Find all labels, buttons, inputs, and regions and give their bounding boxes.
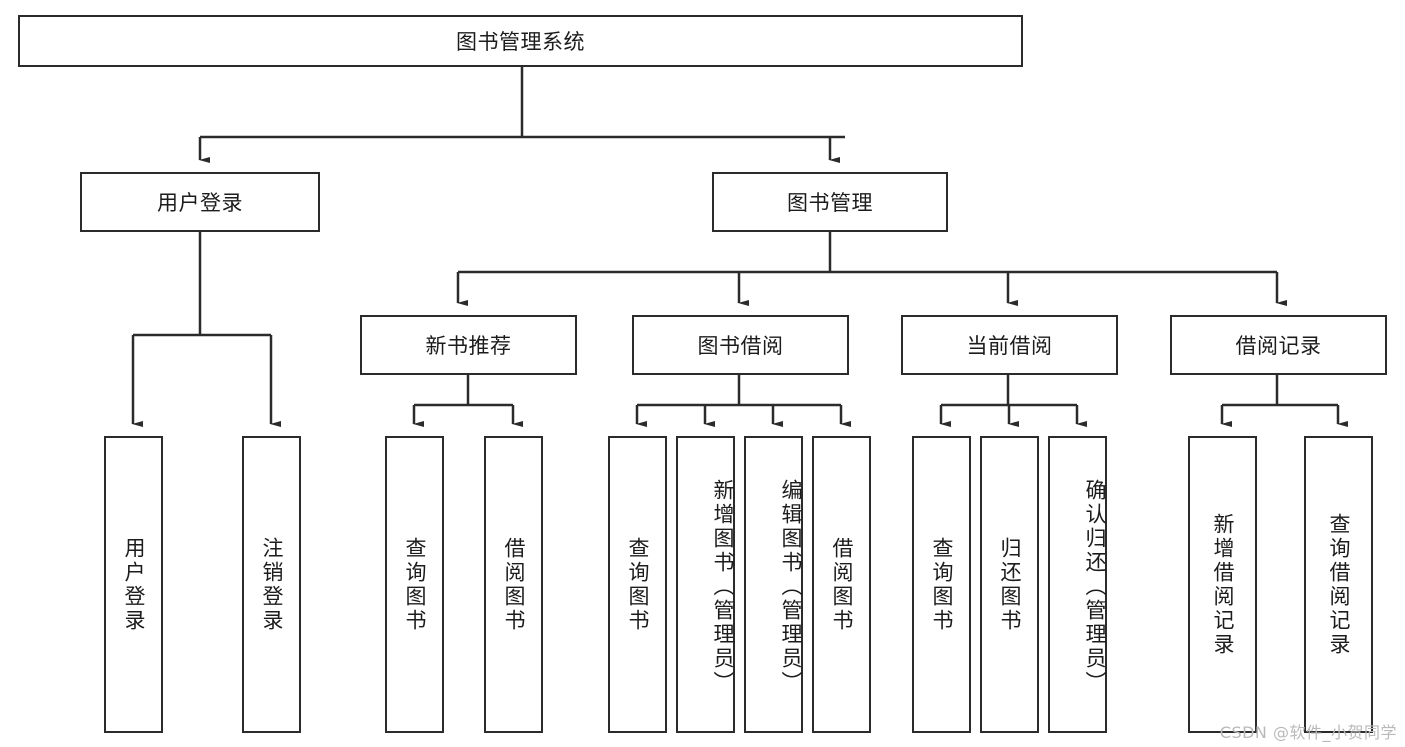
leaf-query-book-1-label: 查询图书 <box>403 536 427 633</box>
leaf-query-book-1[interactable]: 查询图书 <box>385 436 444 733</box>
leaf-add-book[interactable]: 新增图书（管理员） <box>676 436 735 733</box>
leaf-query-record[interactable]: 查询借阅记录 <box>1304 436 1373 733</box>
node-new-book-rec[interactable]: 新书推荐 <box>360 315 577 375</box>
leaf-borrow-book-1-label: 借阅图书 <box>502 536 526 633</box>
leaf-edit-book[interactable]: 编辑图书（管理员） <box>744 436 803 733</box>
leaf-logout[interactable]: 注销登录 <box>242 436 301 733</box>
leaf-query-record-label: 查询借阅记录 <box>1327 512 1351 657</box>
leaf-return-book[interactable]: 归还图书 <box>980 436 1039 733</box>
leaf-query-book-3[interactable]: 查询图书 <box>912 436 971 733</box>
node-borrow-record-label: 借阅记录 <box>1235 334 1322 358</box>
leaf-confirm-return-label: 确认归还（管理员） <box>1083 478 1107 695</box>
node-book-manage[interactable]: 图书管理 <box>712 172 948 232</box>
node-book-manage-label: 图书管理 <box>787 191 873 215</box>
node-book-borrow[interactable]: 图书借阅 <box>632 315 849 375</box>
node-root-label: 图书管理系统 <box>456 30 585 54</box>
leaf-edit-book-label: 编辑图书（管理员） <box>779 478 803 695</box>
node-new-book-rec-label: 新书推荐 <box>425 334 512 358</box>
leaf-logout-label: 注销登录 <box>260 536 284 633</box>
node-current-borrow[interactable]: 当前借阅 <box>901 315 1118 375</box>
node-current-borrow-label: 当前借阅 <box>966 334 1053 358</box>
leaf-user-login[interactable]: 用户登录 <box>104 436 163 733</box>
leaf-query-book-2-label: 查询图书 <box>626 536 650 633</box>
leaf-return-book-label: 归还图书 <box>998 536 1022 633</box>
leaf-query-book-2[interactable]: 查询图书 <box>608 436 667 733</box>
leaf-confirm-return[interactable]: 确认归还（管理员） <box>1048 436 1107 733</box>
node-root[interactable]: 图书管理系统 <box>18 15 1023 67</box>
node-borrow-record[interactable]: 借阅记录 <box>1170 315 1387 375</box>
node-book-borrow-label: 图书借阅 <box>697 334 784 358</box>
node-user-login-label: 用户登录 <box>157 191 243 215</box>
leaf-user-login-label: 用户登录 <box>122 536 146 633</box>
leaf-add-record[interactable]: 新增借阅记录 <box>1188 436 1257 733</box>
leaf-add-record-label: 新增借阅记录 <box>1211 512 1235 657</box>
leaf-query-book-3-label: 查询图书 <box>930 536 954 633</box>
leaf-add-book-label: 新增图书（管理员） <box>711 478 735 695</box>
leaf-borrow-book-1[interactable]: 借阅图书 <box>484 436 543 733</box>
leaf-borrow-book-2[interactable]: 借阅图书 <box>812 436 871 733</box>
leaf-borrow-book-2-label: 借阅图书 <box>830 536 854 633</box>
node-user-login[interactable]: 用户登录 <box>80 172 320 232</box>
